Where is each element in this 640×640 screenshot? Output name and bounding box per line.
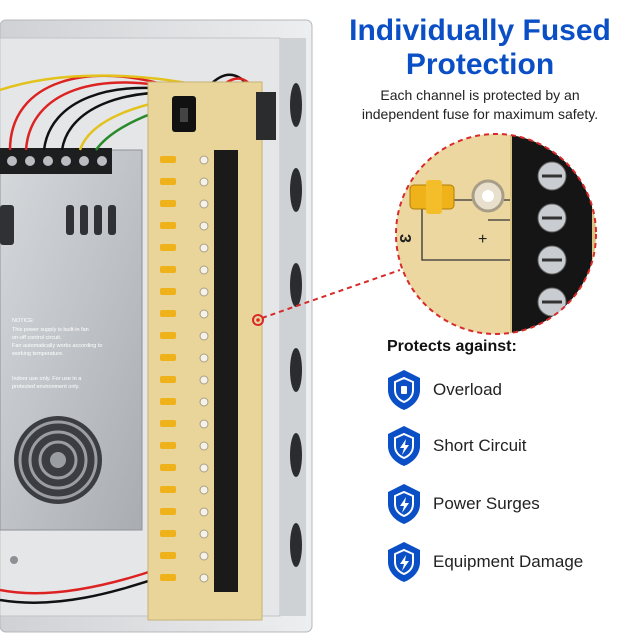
shield-lightning-icon bbox=[388, 542, 420, 582]
indicator-led bbox=[199, 331, 209, 341]
indicator-led bbox=[199, 243, 209, 253]
notice-line: Indoor use only. For use in a bbox=[12, 376, 82, 382]
fuse bbox=[160, 574, 176, 581]
indicator-led bbox=[199, 375, 209, 385]
indicator-led bbox=[199, 287, 209, 297]
protection-label: Overload bbox=[433, 380, 502, 399]
protection-item-equipment-damage: Equipment Damage bbox=[384, 540, 634, 584]
fuse bbox=[160, 200, 176, 207]
protection-item-power-surges: Power Surges bbox=[384, 482, 634, 526]
indicator-led bbox=[199, 265, 209, 275]
fuse bbox=[160, 530, 176, 537]
fuse bbox=[160, 288, 176, 295]
indicator-led bbox=[199, 573, 209, 583]
notice-line: This power supply is built-in fan bbox=[12, 327, 89, 333]
fuse bbox=[160, 486, 176, 493]
indicator-led bbox=[199, 507, 209, 517]
notice-line: working temperature. bbox=[11, 351, 64, 357]
notice-line: protected environment only. bbox=[12, 384, 80, 390]
protection-item-short-circuit: Short Circuit bbox=[384, 424, 634, 468]
fuse bbox=[160, 244, 176, 251]
shield-lightning-icon bbox=[388, 484, 420, 524]
indicator-led bbox=[199, 463, 209, 473]
protection-label: Power Surges bbox=[433, 494, 540, 513]
fuse bbox=[160, 156, 176, 163]
notice-line: Fan automatically works according to bbox=[12, 343, 102, 349]
protection-label: Short Circuit bbox=[433, 436, 527, 455]
fuse bbox=[160, 442, 176, 449]
fuse bbox=[160, 398, 176, 405]
indicator-led bbox=[199, 221, 209, 231]
fuse bbox=[160, 178, 176, 185]
power-supply-enclosure: NOTICE: This power supply is built-in fa… bbox=[0, 19, 313, 633]
notice-line: on-off control circuit. bbox=[12, 335, 62, 341]
fuse bbox=[160, 552, 176, 559]
channel-number: 3 bbox=[396, 234, 413, 243]
indicator-led bbox=[199, 419, 209, 429]
fuse bbox=[160, 420, 176, 427]
fan-grille bbox=[14, 416, 102, 504]
indicator-led bbox=[199, 529, 209, 539]
fuse-zoom-view: 3 + bbox=[395, 133, 597, 335]
protects-heading: Protects against: bbox=[387, 338, 517, 355]
fuse bbox=[160, 222, 176, 229]
indicator-led bbox=[199, 199, 209, 209]
indicator-led bbox=[199, 353, 209, 363]
fuse bbox=[160, 376, 176, 383]
indicator-led bbox=[199, 397, 209, 407]
fuse bbox=[160, 354, 176, 361]
fuse bbox=[160, 310, 176, 317]
indicator-led bbox=[199, 485, 209, 495]
indicator-led bbox=[199, 177, 209, 187]
page-title: Individually Fused Protection bbox=[349, 14, 611, 81]
protection-label: Equipment Damage bbox=[433, 552, 584, 571]
indicator-led bbox=[199, 309, 209, 319]
fuse bbox=[160, 332, 176, 339]
fuse bbox=[160, 508, 176, 515]
notice-heading: NOTICE: bbox=[12, 318, 35, 324]
indicator-led bbox=[199, 441, 209, 451]
indicator-led bbox=[199, 155, 209, 165]
protection-item-overload: Overload bbox=[384, 368, 634, 412]
shield-lightning-icon bbox=[388, 426, 420, 466]
shield-icon bbox=[388, 370, 420, 410]
fuse bbox=[160, 464, 176, 471]
plus-sign: + bbox=[478, 231, 487, 248]
indicator-led bbox=[199, 551, 209, 561]
page-subtitle: Each channel is protected by an independ… bbox=[361, 87, 599, 122]
fuse bbox=[160, 266, 176, 273]
